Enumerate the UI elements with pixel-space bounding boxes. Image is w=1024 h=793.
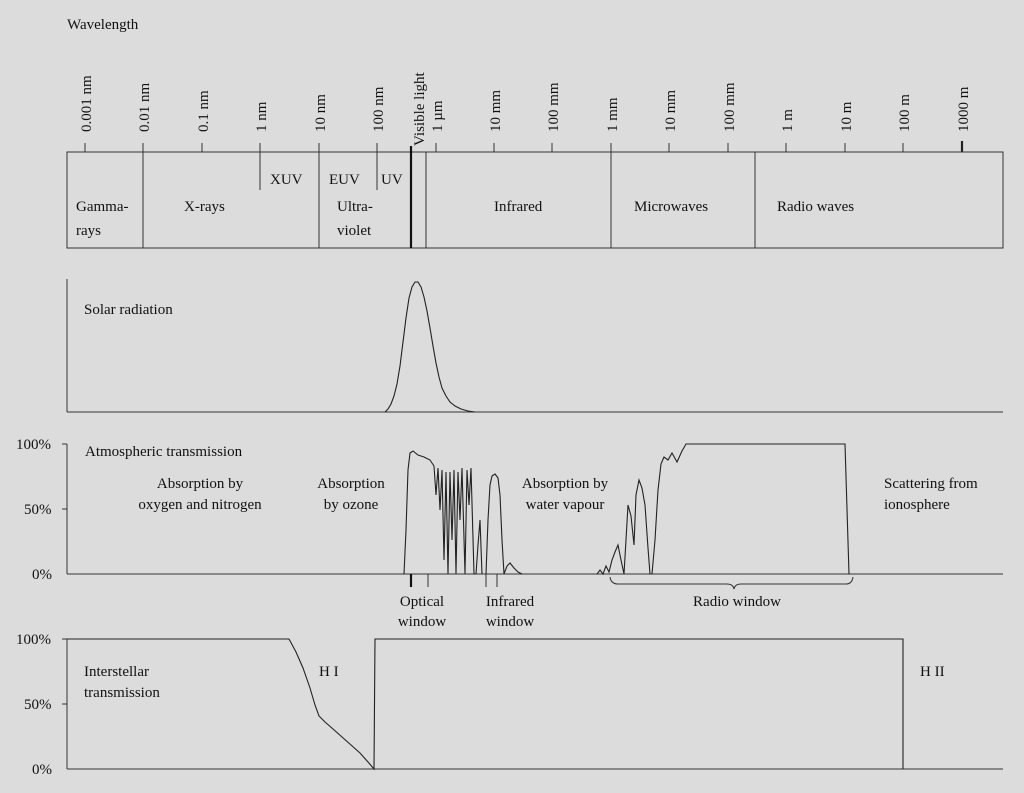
- tick-label-10nm: 10 nm: [313, 94, 329, 132]
- tick-label-100m: 100 m: [897, 94, 913, 132]
- absorption-o2n2-line1: Absorption by: [157, 476, 244, 492]
- absorption-ozone-line2: by ozone: [324, 497, 379, 513]
- interstellar-label-line1: Interstellar: [84, 664, 149, 680]
- band-radio-waves: Radio waves: [777, 199, 854, 215]
- solar-radiation-panel: Solar radiation: [66, 279, 1003, 413]
- band-gamma-line1: Gamma-: [76, 199, 128, 215]
- band-ultraviolet-line1: Ultra-: [337, 199, 373, 215]
- visible-light-label: Visible light: [412, 71, 428, 146]
- atmospheric-infrared-curve: [485, 473, 523, 575]
- tick-label-100mm-b: 100 mm: [722, 82, 738, 132]
- band-uv: UV: [381, 172, 403, 188]
- radio-window-brace: [609, 576, 854, 590]
- band-euv: EUV: [329, 172, 360, 188]
- absorption-ozone-line1: Absorption: [317, 476, 385, 492]
- ism-y-100: 100%: [16, 632, 51, 648]
- absorption-o2n2-line2: oxygen and nitrogen: [138, 497, 262, 513]
- scattering-line2: ionosphere: [884, 497, 950, 513]
- ism-y-50: 50%: [24, 697, 52, 713]
- radio-window-label: Radio window: [693, 594, 781, 610]
- ism-y-0: 0%: [32, 762, 52, 778]
- tick-label-100mm-a: 100 mm: [546, 82, 562, 132]
- interstellar-panel: 100% 50% 0% Interstellar transmission H …: [16, 632, 1003, 778]
- absorption-water-line2: water vapour: [526, 497, 605, 513]
- atmospheric-panel: 100% 50% 0% Atmospheric transmission Abs…: [16, 437, 1003, 630]
- tick-label-10m: 10 m: [839, 101, 855, 132]
- band-xuv: XUV: [270, 172, 303, 188]
- optical-window-line2: window: [398, 614, 447, 630]
- hii-label: H II: [920, 664, 945, 680]
- band-labels: Gamma- rays X-rays XUV EUV UV Ultra- vio…: [76, 172, 854, 239]
- infrared-window-line2: window: [486, 614, 535, 630]
- band-gamma-line2: rays: [76, 223, 101, 239]
- solar-radiation-label: Solar radiation: [84, 302, 173, 318]
- wavelength-tick-labels: 0.001 nm 0.01 nm 0.1 nm 1 nm 10 nm 100 n…: [79, 71, 972, 146]
- hi-label: H I: [319, 664, 339, 680]
- atm-y-0: 0%: [32, 567, 52, 583]
- atm-y-50: 50%: [24, 502, 52, 518]
- interstellar-curve: [67, 638, 904, 771]
- band-xrays: X-rays: [184, 199, 225, 215]
- scattering-line1: Scattering from: [884, 476, 978, 492]
- infrared-window-line1: Infrared: [486, 594, 535, 610]
- atm-y-100: 100%: [16, 437, 51, 453]
- tick-label-1m: 1 m: [780, 109, 796, 132]
- atmospheric-optical-curve: [403, 450, 483, 575]
- tick-label-100nm: 100 nm: [371, 86, 387, 132]
- tick-label-0.01nm: 0.01 nm: [137, 83, 153, 133]
- wavelength-title: Wavelength: [67, 17, 139, 33]
- optical-window-line1: Optical: [400, 594, 444, 610]
- tick-label-0.1nm: 0.1 nm: [196, 90, 212, 132]
- tick-label-1000m: 1000 m: [956, 86, 972, 132]
- tick-label-1mm: 1 mm: [605, 97, 621, 132]
- band-microwaves: Microwaves: [634, 199, 708, 215]
- tick-label-0.001nm: 0.001 nm: [79, 75, 95, 132]
- band-box: [66, 146, 1004, 249]
- wavelength-ticks: [84, 141, 964, 152]
- atmospheric-radio-curve: [596, 443, 850, 576]
- band-ultraviolet-line2: violet: [337, 223, 372, 239]
- band-infrared: Infrared: [494, 199, 543, 215]
- tick-label-1nm: 1 nm: [254, 101, 270, 132]
- atmospheric-label: Atmospheric transmission: [85, 444, 243, 460]
- absorption-water-line1: Absorption by: [522, 476, 609, 492]
- solar-radiation-curve: [384, 281, 476, 413]
- tick-label-10mm-a: 10 mm: [488, 90, 504, 132]
- tick-label-1um: 1 µm: [430, 100, 446, 132]
- tick-label-10mm-b: 10 mm: [663, 90, 679, 132]
- interstellar-label-line2: transmission: [84, 685, 160, 701]
